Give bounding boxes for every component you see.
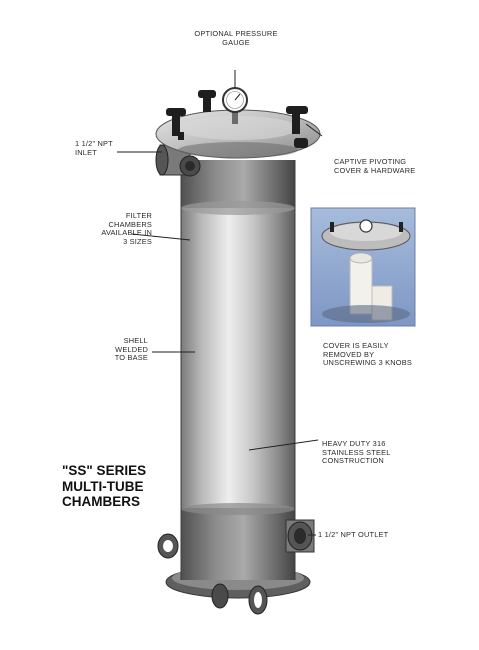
- label-stainless: HEAVY DUTY 316 STAINLESS STEEL CONSTRUCT…: [322, 439, 422, 466]
- label-line: TO BASE: [114, 353, 148, 363]
- outlet-port-icon: [285, 519, 315, 553]
- label-line: 1 1/2" NPT OUTLET: [318, 530, 389, 539]
- label-line: REMOVED BY: [323, 349, 375, 359]
- label-line: SHELL: [123, 336, 148, 345]
- label-line: UNSCREWING 3 KNOBS: [323, 358, 413, 368]
- label-line: FILTER: [125, 211, 152, 220]
- label-filter-chambers: FILTER CHAMBERS AVAILABLE IN 3 SIZES: [78, 211, 152, 246]
- shell-tube: [181, 205, 295, 513]
- label-line: CHAMBERS: [108, 219, 152, 229]
- title-line: CHAMBERS: [62, 494, 141, 509]
- title-line: "SS" SERIES: [62, 463, 147, 478]
- label-line: 3 SIZES: [123, 236, 152, 246]
- label-cover-removed: COVER IS EASILY REMOVED BY UNSCREWING 3 …: [323, 341, 433, 368]
- label-line: AVAILABLE IN: [101, 228, 152, 238]
- label-line: CAPTIVE PIVOTING: [334, 157, 407, 166]
- label-line: STAINLESS STEEL: [322, 447, 391, 457]
- lower-band: [181, 508, 295, 580]
- label-outlet: 1 1/2" NPT OUTLET: [318, 530, 418, 540]
- base-foot-center: [211, 583, 229, 609]
- label-captive-cover: CAPTIVE PIVOTING COVER & HARDWARE: [334, 157, 444, 175]
- label-shell-welded: SHELL WELDED TO BASE: [88, 336, 148, 363]
- tee-knob-icon: [166, 90, 308, 148]
- base-foot-right: [248, 585, 268, 615]
- label-line: COVER IS EASILY: [323, 341, 389, 350]
- inset-cover-removed-photo: [310, 207, 416, 327]
- label-pressure-gauge: OPTIONAL PRESSURE GAUGE: [188, 29, 284, 47]
- title-line: MULTI-TUBE: [62, 478, 144, 494]
- label-line: 1 1/2" NPT: [75, 139, 113, 148]
- label-line: GAUGE: [222, 37, 250, 47]
- label-line: INLET: [75, 147, 97, 157]
- label-inlet: 1 1/2" NPT INLET: [75, 139, 135, 157]
- base-foot-left: [157, 533, 179, 559]
- leader-lines: [117, 70, 323, 536]
- label-line: HEAVY DUTY 316: [322, 439, 386, 448]
- label-line: COVER & HARDWARE: [334, 165, 416, 175]
- label-line: OPTIONAL PRESSURE: [194, 29, 278, 38]
- product-title: "SS" SERIES MULTI-TUBE CHAMBERS: [62, 463, 170, 510]
- label-line: WELDED: [115, 344, 148, 354]
- label-line: CONSTRUCTION: [322, 456, 384, 466]
